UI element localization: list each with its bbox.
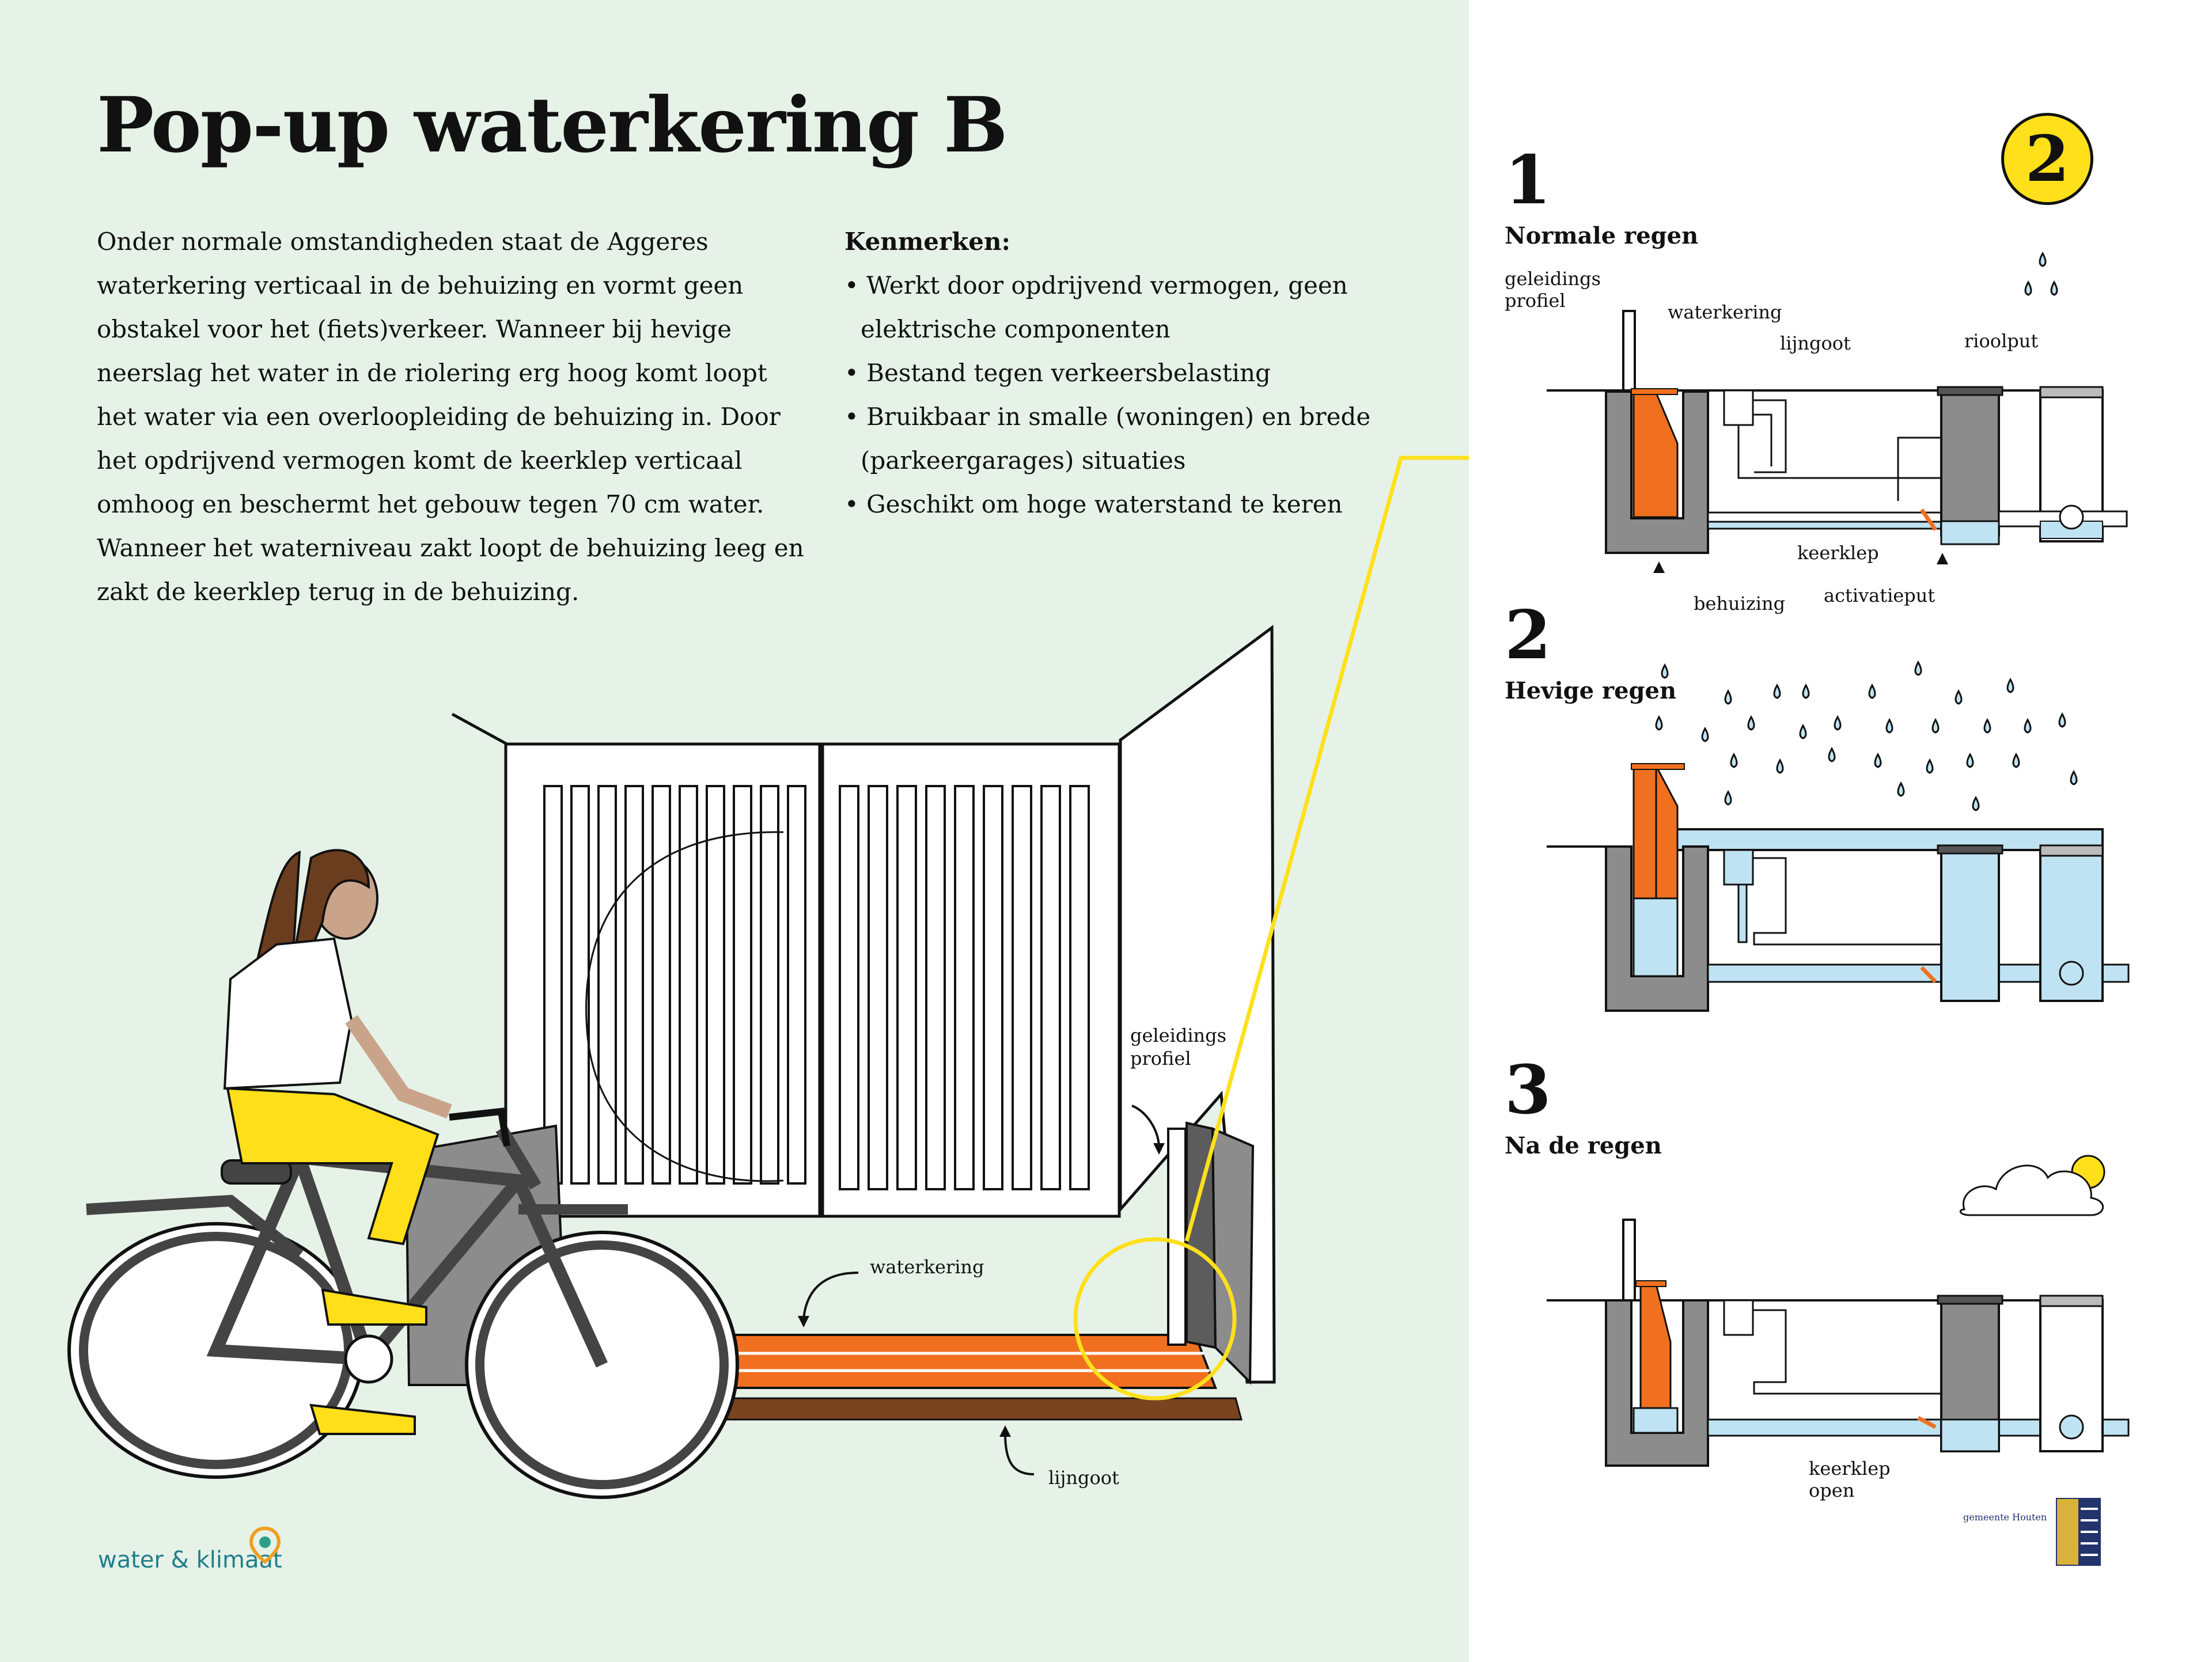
step-2-title: Hevige regen: [1505, 677, 1677, 704]
gate-slats-right: [839, 785, 1090, 1190]
features-list: Werkt door opdrijvend vermogen, geen ele…: [844, 264, 1392, 526]
illustration-label-waterkering: waterkering: [870, 1256, 984, 1278]
left-wall: [451, 712, 508, 746]
feature-item: Bestand tegen verkeersbelasting: [844, 351, 1392, 395]
illustration-label-geleidings: geleidings: [1130, 1024, 1227, 1046]
highlight-circle: [1073, 1237, 1237, 1401]
label-behuizing: behuizing: [1694, 593, 1786, 614]
arrow-lijngoot: [1004, 1433, 1035, 1475]
label-activatieput: activatieput: [1824, 585, 1936, 606]
cross-section-diagrams: [1547, 251, 2130, 1467]
label-rioolput: rioolput: [1964, 330, 2039, 352]
feature-item: Werkt door opdrijvend vermogen, geen ele…: [844, 264, 1392, 351]
label-keerklep-open-2: open: [1809, 1479, 1855, 1501]
step-3-title: Na de regen: [1505, 1132, 1662, 1159]
rider: [223, 849, 452, 1435]
houten-logo-text: gemeente Houten: [1963, 1512, 2047, 1523]
illustration-label-profiel: profiel: [1130, 1048, 1191, 1069]
water-klimaat-logo: water & klimaat: [98, 1547, 282, 1573]
step-3-number: 3: [1505, 1051, 1551, 1129]
intro-paragraph: Onder normale omstandigheden staat de Ag…: [97, 227, 804, 606]
bicycle: [67, 1107, 739, 1499]
feature-item: Geschikt om hoge waterstand te keren: [844, 483, 1392, 526]
rider-pants: [226, 1087, 440, 1246]
main-illustration: [67, 456, 1469, 1499]
diagram-normal-rain: [1547, 251, 2128, 554]
gate-wheel-shadow: [585, 831, 784, 1182]
step-2-number: 2: [1505, 596, 1551, 674]
feature-item: Bruikbaar in smalle (woningen) en brede …: [844, 395, 1392, 483]
label-waterkering: waterkering: [1668, 301, 1782, 323]
arrow-waterkering: [802, 1272, 859, 1319]
features-heading: Kenmerken:: [844, 227, 1010, 256]
houten-crest-icon: [2056, 1498, 2101, 1566]
label-keerklep-open-1: keerklep: [1809, 1458, 1891, 1479]
arrow-geleidings: [1131, 1105, 1160, 1147]
illustration-label-lijngoot: lijngoot: [1048, 1467, 1119, 1489]
callout-line: [1184, 456, 1469, 1242]
step-1-title: Normale regen: [1505, 222, 1699, 249]
step-1-number: 1: [1505, 141, 1551, 219]
label-lijngoot: lijngoot: [1780, 332, 1851, 354]
gate-slats-left: [543, 785, 806, 1185]
label-geleidings: geleidings: [1505, 268, 1601, 290]
label-profiel: profiel: [1505, 290, 1566, 312]
features-block: Kenmerken: Werkt door opdrijvend vermoge…: [844, 220, 1392, 526]
water-klimaat-pin-icon: [249, 1526, 281, 1564]
diagram-after-rain: [1547, 1155, 2130, 1467]
label-keerklep: keerklep: [1797, 542, 1879, 564]
rider-shirt: [223, 937, 353, 1090]
step-badge: 2: [2001, 113, 2093, 205]
page-title: Pop-up waterkering B: [97, 81, 1008, 170]
diagram-heavy-rain: [1547, 660, 2130, 1012]
